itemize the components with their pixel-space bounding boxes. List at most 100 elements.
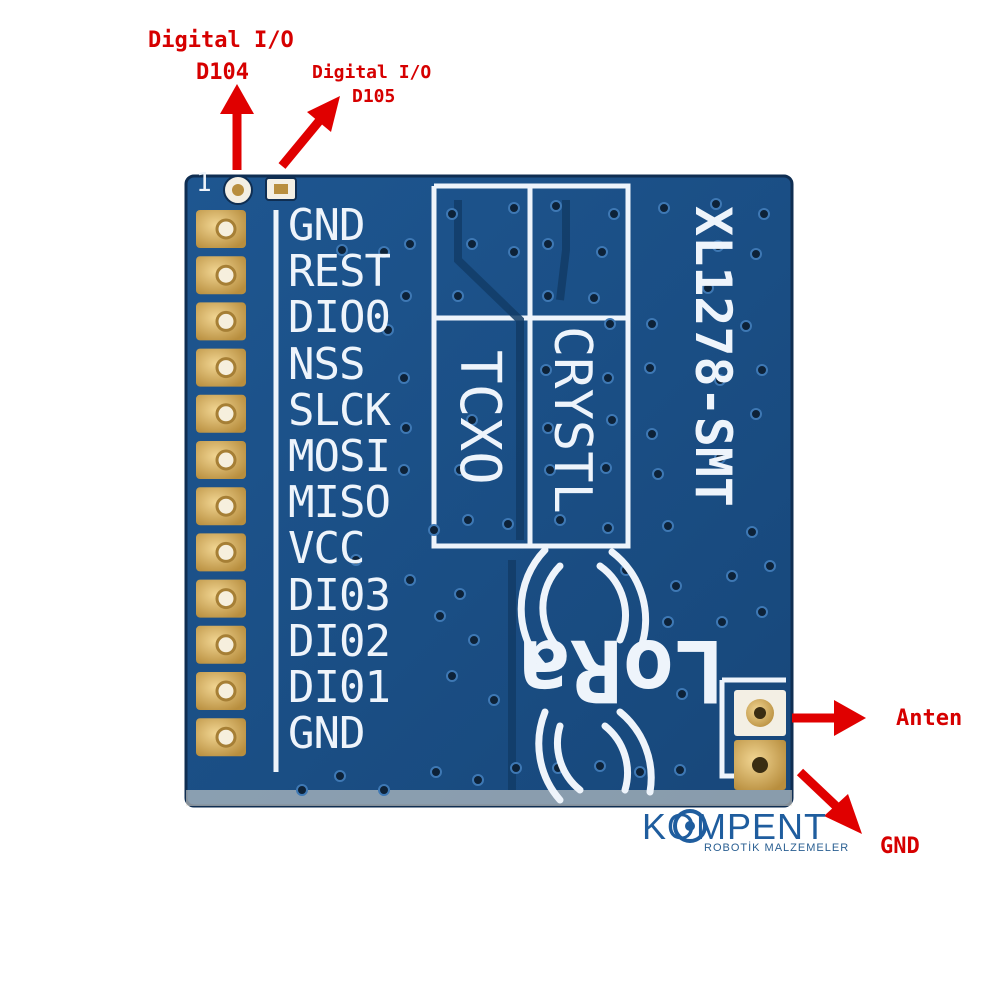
pad-hole: [215, 357, 237, 379]
via: [758, 208, 770, 220]
via: [596, 246, 608, 258]
via: [676, 688, 688, 700]
pad-hole: [215, 403, 237, 425]
via: [462, 514, 474, 526]
via: [334, 770, 346, 782]
via: [382, 324, 394, 336]
pad-hole: [215, 264, 237, 286]
via: [472, 774, 484, 786]
via: [662, 520, 674, 532]
watermark-o-ring: [673, 809, 707, 843]
via: [468, 634, 480, 646]
via: [398, 372, 410, 384]
pin-label: DIO0: [288, 292, 391, 344]
gnd-callout: GND: [880, 834, 920, 859]
pin-label: MOSI: [288, 431, 391, 482]
pin-label: SLCK: [288, 384, 391, 436]
via: [404, 574, 416, 586]
via: [644, 362, 656, 374]
via: [554, 514, 566, 526]
castellated-pads: [196, 210, 246, 757]
via: [588, 292, 600, 304]
via: [594, 760, 606, 772]
via: [542, 290, 554, 302]
pad-hole: [215, 541, 237, 563]
via: [756, 606, 768, 618]
model-label: XL1278-SMT: [684, 206, 742, 508]
via: [378, 784, 390, 796]
via: [606, 414, 618, 426]
via: [710, 198, 722, 210]
pin-label: DI02: [288, 615, 391, 667]
pad-hole: [215, 634, 237, 656]
via: [446, 208, 458, 220]
pin-label: VCC: [288, 523, 365, 575]
dio4-callout-pin: D104: [196, 60, 249, 85]
watermark-tagline: ROBOTİK MALZEMELER: [704, 842, 850, 854]
via: [604, 318, 616, 330]
via: [646, 318, 658, 330]
via: [716, 616, 728, 628]
via: [398, 464, 410, 476]
pin1-mark: 1: [196, 168, 212, 198]
tcxo-label: TCXO: [447, 350, 512, 485]
via: [550, 200, 562, 212]
via: [430, 766, 442, 778]
via: [714, 374, 726, 386]
via: [350, 554, 362, 566]
via: [674, 764, 686, 776]
pad-hole: [215, 680, 237, 702]
lora-signal-arcs: [517, 546, 655, 804]
pad-hole: [215, 449, 237, 471]
via: [750, 248, 762, 260]
via: [466, 414, 478, 426]
via: [454, 464, 466, 476]
via: [602, 522, 614, 534]
via: [400, 422, 412, 434]
via: [446, 670, 458, 682]
pad-hole: [215, 726, 237, 748]
antenna-callout: Anten: [896, 706, 963, 731]
pin-label: REST: [288, 246, 391, 298]
via: [726, 570, 738, 582]
pad-hole: [215, 310, 237, 332]
via: [508, 202, 520, 214]
via: [296, 784, 308, 796]
via: [608, 208, 620, 220]
via: [428, 524, 440, 536]
pad-hole: [215, 495, 237, 517]
via: [702, 282, 714, 294]
via: [544, 464, 556, 476]
via: [670, 580, 682, 592]
pad-hole: [215, 588, 237, 610]
via: [658, 202, 670, 214]
callout-arrows: [220, 84, 866, 834]
via: [452, 290, 464, 302]
pin-label: MISO: [288, 477, 391, 529]
via: [714, 452, 726, 464]
via: [652, 468, 664, 480]
via: [764, 560, 776, 572]
via: [542, 422, 554, 434]
via: [750, 408, 762, 420]
via: [466, 238, 478, 250]
via: [336, 244, 348, 256]
pin-label: DI03: [288, 569, 391, 621]
via: [454, 588, 466, 600]
crystal-label: CRYSTL: [542, 326, 602, 514]
via: [400, 290, 412, 302]
dio5-callout-pin: D105: [352, 86, 396, 107]
via: [634, 766, 646, 778]
via: [662, 616, 674, 628]
via: [746, 526, 758, 538]
via: [756, 364, 768, 376]
via: [740, 320, 752, 332]
pin-label: GND: [288, 708, 365, 760]
via: [600, 462, 612, 474]
via: [502, 518, 514, 530]
via: [646, 428, 658, 440]
via: [542, 238, 554, 250]
lora-logo-text: LoRa: [518, 620, 726, 720]
